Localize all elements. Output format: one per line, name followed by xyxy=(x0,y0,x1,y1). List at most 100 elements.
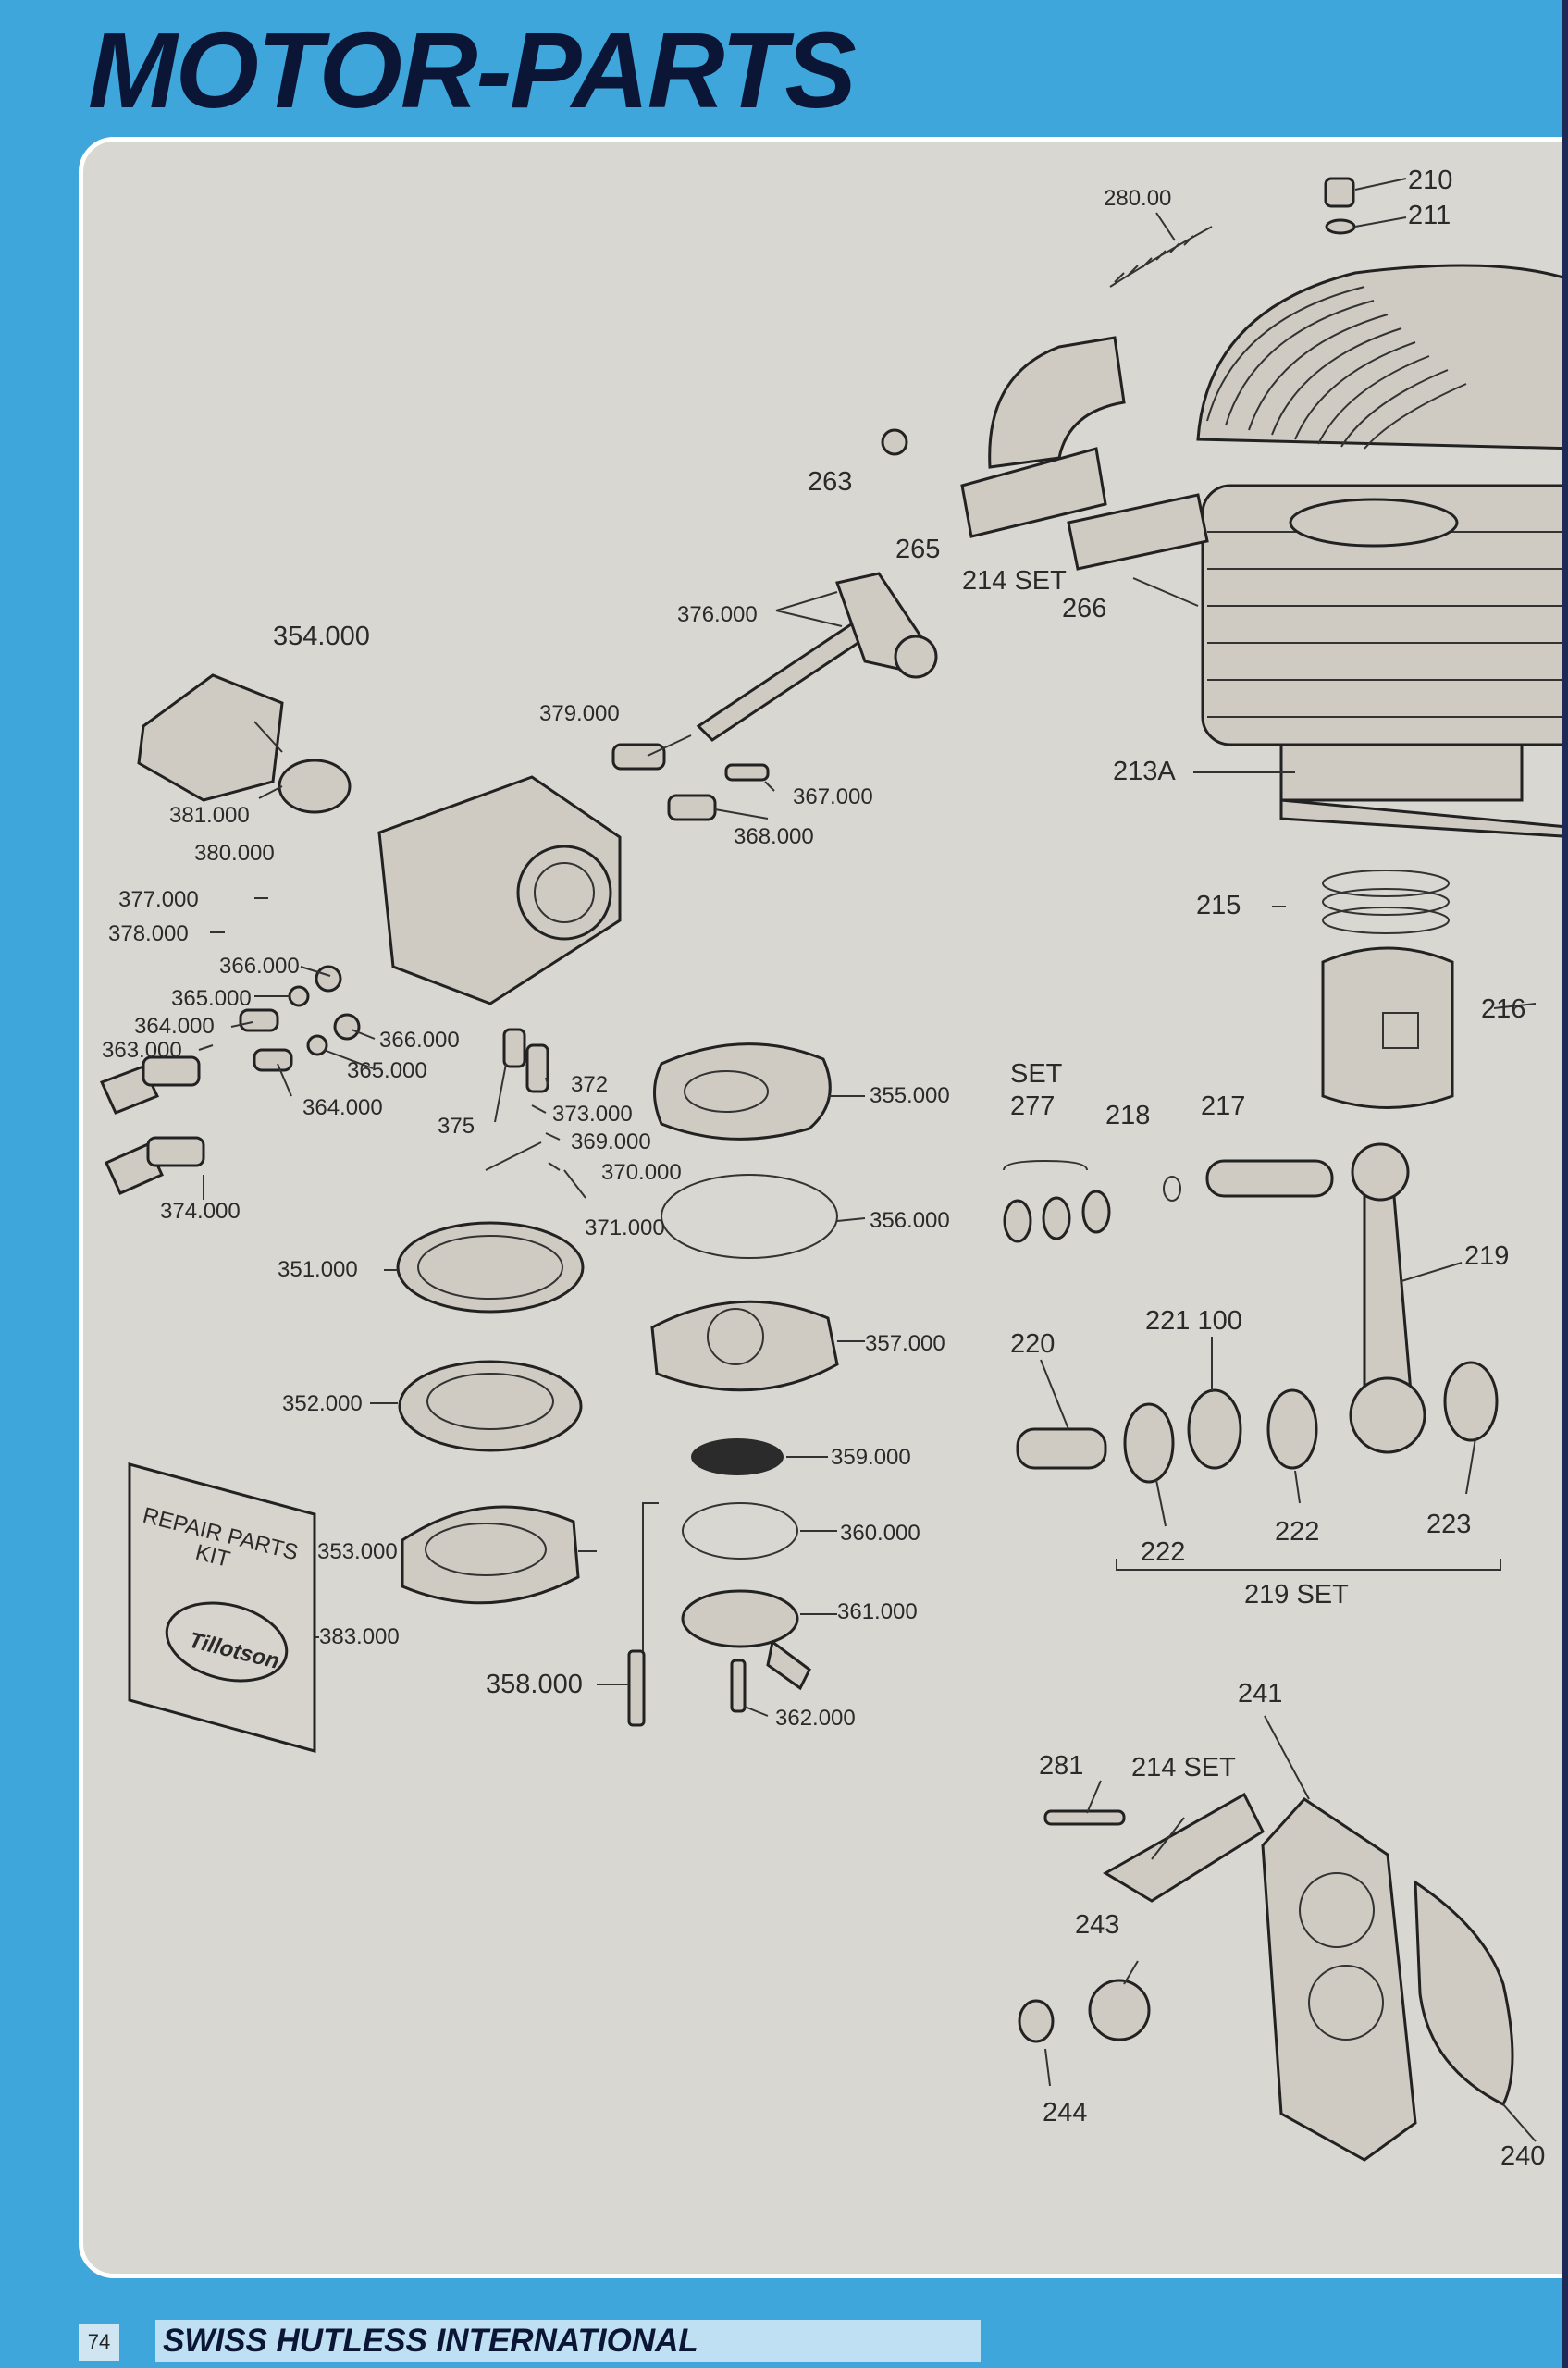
gasket-355 xyxy=(653,1042,832,1141)
screw-358 xyxy=(627,1649,646,1727)
throttle-plate-380 xyxy=(278,758,352,814)
screw-362 xyxy=(730,1659,747,1713)
stud-266 xyxy=(1132,577,1199,607)
label-358: 358.000 xyxy=(486,1670,583,1699)
label-214-set-b: 214 SET xyxy=(1131,1753,1236,1782)
gasket-214b xyxy=(1103,1792,1265,1903)
gasket-352 xyxy=(398,1360,583,1452)
label-263: 263 xyxy=(808,467,852,497)
piston xyxy=(1321,946,1454,1109)
connecting-rod xyxy=(1349,1142,1426,1454)
nut-244 xyxy=(1018,1999,1055,2043)
label-set: SET xyxy=(1010,1059,1063,1089)
label-352: 352.000 xyxy=(282,1391,363,1416)
label-219: 219 xyxy=(1464,1241,1509,1271)
label-372: 372 xyxy=(571,1072,608,1097)
label-380: 380.000 xyxy=(194,841,275,866)
label-218: 218 xyxy=(1105,1101,1150,1130)
gasket-359 xyxy=(691,1438,784,1475)
pump-body-357 xyxy=(650,1300,839,1392)
exploded-parts-diagram: REPAIR PARTS KIT Tillotson 210 211 280.0… xyxy=(99,166,1568,2171)
label-377: 377.000 xyxy=(118,887,199,912)
spring-368 xyxy=(667,794,717,821)
washer-222-a xyxy=(1123,1402,1175,1484)
label-383: 383.000 xyxy=(319,1624,400,1649)
carburettor-body xyxy=(377,775,622,1005)
throttle-shaft-376 xyxy=(696,572,938,742)
diaphragm-351 xyxy=(396,1221,585,1314)
label-359: 359.000 xyxy=(831,1445,911,1470)
repair-kit-card: REPAIR PARTS KIT Tillotson xyxy=(128,1462,316,1753)
label-220: 220 xyxy=(1010,1329,1055,1359)
stud-281 xyxy=(1043,1809,1126,1826)
needle-363 xyxy=(99,1055,201,1115)
label-356: 356.000 xyxy=(870,1208,950,1233)
valve-375 xyxy=(502,1028,526,1068)
label-364-b: 364.000 xyxy=(302,1095,383,1120)
label-355: 355.000 xyxy=(870,1083,950,1108)
label-244: 244 xyxy=(1043,2098,1087,2128)
page-title: MOTOR-PARTS xyxy=(88,10,857,130)
label-281: 281 xyxy=(1039,1751,1083,1781)
needle-374 xyxy=(105,1136,205,1195)
label-361: 361.000 xyxy=(837,1599,918,1624)
gasket-360 xyxy=(682,1502,798,1560)
label-369: 369.000 xyxy=(571,1129,651,1154)
label-363: 363.000 xyxy=(102,1038,182,1063)
page-number: 74 xyxy=(79,2324,119,2361)
label-216: 216 xyxy=(1481,994,1525,1024)
label-378: 378.000 xyxy=(108,921,189,946)
label-376: 376.000 xyxy=(677,602,758,627)
bracket-219set xyxy=(1116,1559,1501,1571)
spring-379 xyxy=(611,743,666,771)
label-381: 381.000 xyxy=(169,803,250,828)
label-354: 354.000 xyxy=(273,622,370,651)
label-265: 265 xyxy=(895,535,940,564)
label-222-a: 222 xyxy=(1141,1537,1185,1567)
gasket-214 xyxy=(1067,493,1209,571)
circlips-277 xyxy=(1003,1190,1111,1243)
washer-365b xyxy=(306,1034,328,1056)
cover-361 xyxy=(681,1589,811,1691)
spring-364b xyxy=(253,1048,293,1072)
washer-366b xyxy=(333,1013,361,1041)
label-366-b: 366.000 xyxy=(379,1028,460,1053)
washer-365a xyxy=(288,985,310,1007)
label-241: 241 xyxy=(1238,1679,1282,1708)
label-351: 351.000 xyxy=(278,1257,358,1282)
intake-manifold xyxy=(960,336,1126,538)
label-379: 379.000 xyxy=(539,701,620,726)
label-215: 215 xyxy=(1196,891,1241,920)
label-375: 375 xyxy=(438,1114,475,1139)
label-365-b: 365.000 xyxy=(347,1058,427,1083)
label-214-set-a: 214 SET xyxy=(962,566,1067,596)
sprocket-243 xyxy=(1088,1979,1151,2041)
label-368: 368.000 xyxy=(734,824,814,849)
label-210: 210 xyxy=(1408,166,1452,195)
cylinder-barrel xyxy=(1201,484,1568,838)
label-364-a: 364.000 xyxy=(134,1014,215,1039)
washer-222-b xyxy=(1266,1388,1318,1470)
footer-brand: SWISS HUTLESS INTERNATIONAL xyxy=(163,2323,698,2359)
label-371: 371.000 xyxy=(585,1215,665,1240)
label-360: 360.000 xyxy=(840,1521,920,1546)
label-240: 240 xyxy=(1500,2141,1545,2171)
washer-211 xyxy=(1325,218,1356,235)
flange-354 xyxy=(137,673,284,802)
label-366-a: 366.000 xyxy=(219,954,300,979)
label-217: 217 xyxy=(1201,1092,1245,1121)
label-362: 362.000 xyxy=(775,1706,856,1731)
label-243: 243 xyxy=(1075,1910,1119,1940)
footer-bar xyxy=(155,2320,981,2362)
piston-rings xyxy=(1322,870,1450,934)
lever-369 xyxy=(485,1141,542,1171)
spring-280 xyxy=(1109,226,1213,288)
label-353: 353.000 xyxy=(317,1539,398,1564)
label-373: 373.000 xyxy=(552,1102,633,1127)
label-367: 367.000 xyxy=(793,784,873,809)
label-266: 266 xyxy=(1062,594,1106,623)
bearing-223 xyxy=(1443,1361,1499,1442)
cover-240 xyxy=(1414,1880,1514,2107)
nut-263 xyxy=(881,428,908,456)
label-221-100: 221 100 xyxy=(1145,1306,1242,1336)
